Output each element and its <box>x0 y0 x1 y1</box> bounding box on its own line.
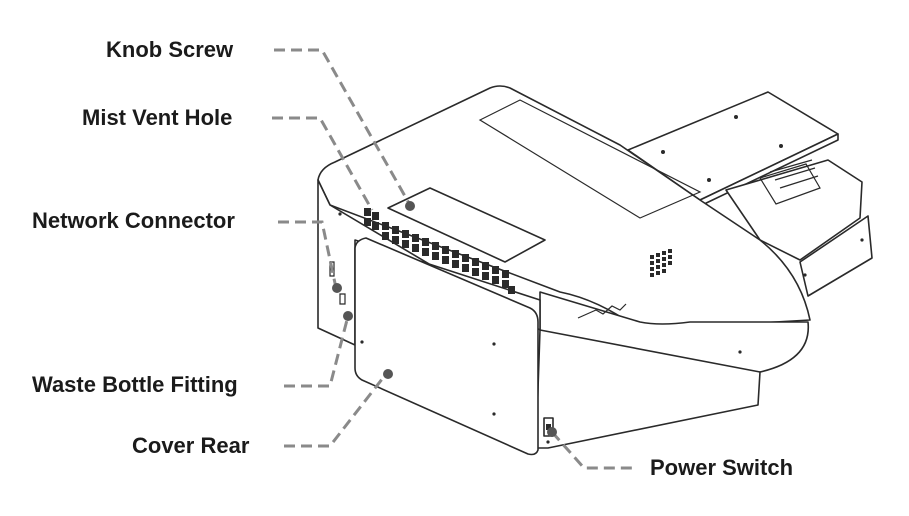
power-switch-graphic <box>543 417 554 437</box>
cover-rear-dot <box>383 369 393 379</box>
printer-body <box>317 85 811 449</box>
knob-screw-dot <box>405 201 415 211</box>
label-network-connector: Network Connector <box>32 208 235 233</box>
network-connector-dot <box>332 283 342 293</box>
side-grille <box>650 249 672 277</box>
label-power-switch: Power Switch <box>650 455 794 480</box>
side-connectors <box>329 261 346 305</box>
power-switch-dot <box>547 427 557 437</box>
leader-cover-rear <box>284 373 388 448</box>
waste-bottle-fitting-dot <box>343 311 353 321</box>
label-waste-bottle-fitting: Waste Bottle Fitting <box>32 372 238 397</box>
label-cover-rear: Cover Rear <box>132 433 250 458</box>
rear-cover-panel <box>354 237 539 456</box>
label-knob-screw: Knob Screw <box>106 37 234 62</box>
mist-vent-holes <box>364 208 515 294</box>
print-tray <box>627 91 873 297</box>
leader-lines <box>272 48 632 470</box>
callout-dots <box>332 201 557 437</box>
leader-waste-bottle-fitting <box>284 315 350 388</box>
label-mist-vent-hole: Mist Vent Hole <box>82 105 233 130</box>
leader-network-connector <box>278 220 338 289</box>
